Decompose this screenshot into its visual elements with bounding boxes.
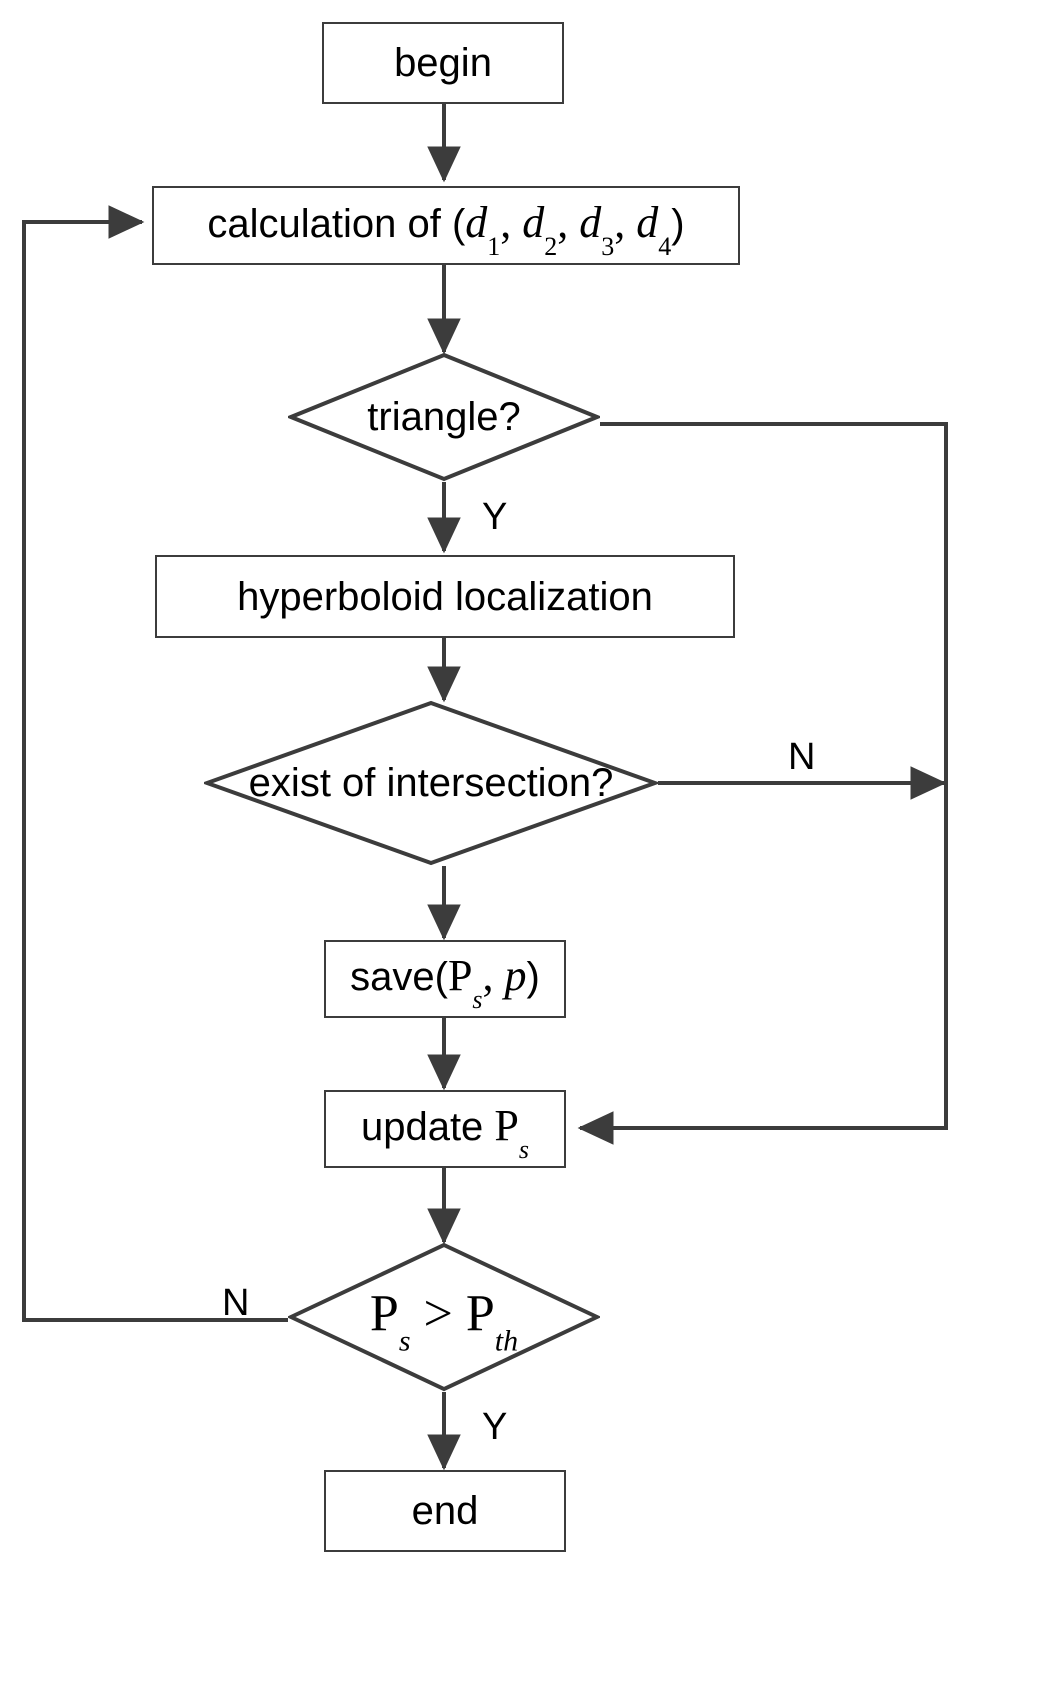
node-update[interactable]: update Ps: [324, 1090, 566, 1168]
node-calculation[interactable]: calculation of (d1, d2, d3, d4): [152, 186, 740, 265]
edge-label-threshold-yes: Y: [482, 1406, 508, 1448]
node-update-label: update Ps: [360, 1101, 529, 1163]
threshold-P-right-sub: th: [494, 1324, 519, 1358]
calculation-d4-sub: 4: [658, 231, 672, 261]
node-intersection-label: exist of intersection?: [248, 761, 614, 805]
calculation-d3: d: [579, 197, 602, 247]
calculation-suffix: ): [671, 201, 685, 246]
node-hyperboloid-label: hyperboloid localization: [237, 574, 653, 619]
node-begin-label: begin: [394, 41, 492, 85]
node-threshold-label: Ps > Pth: [369, 1285, 518, 1356]
node-hyperboloid[interactable]: hyperboloid localization: [155, 555, 735, 638]
save-suffix: ): [526, 955, 540, 999]
node-threshold[interactable]: Ps > Pth: [288, 1242, 600, 1392]
node-end-label: end: [411, 1489, 479, 1533]
node-triangle[interactable]: triangle?: [288, 352, 600, 482]
calculation-d1: d: [465, 197, 488, 247]
threshold-P-left-sub: s: [398, 1324, 411, 1358]
node-save[interactable]: save(Ps, p): [324, 940, 566, 1018]
calculation-sep-2: ,: [557, 197, 580, 247]
node-triangle-label: triangle?: [367, 395, 521, 439]
intersection-diamond-shape: [204, 700, 658, 866]
threshold-diamond-shape: [288, 1242, 600, 1392]
threshold-P-right: P: [465, 1285, 495, 1343]
node-end[interactable]: end: [324, 1470, 566, 1552]
edge-label-triangle-yes: Y: [482, 496, 508, 538]
calculation-d3-sub: 3: [601, 231, 615, 261]
edge-label-intersection-no: N: [788, 736, 816, 778]
update-P: P: [494, 1101, 519, 1150]
triangle-diamond-shape: [288, 352, 600, 482]
node-save-label: save(Ps, p): [350, 951, 540, 1013]
edge-threshold-no-to-calculation: [22, 205, 288, 1322]
calculation-d4: d: [636, 197, 659, 247]
edge-label-threshold-no: N: [222, 1282, 250, 1324]
save-sep: ,: [482, 951, 505, 1000]
update-P-sub: s: [518, 1135, 530, 1164]
save-p: p: [504, 951, 527, 1000]
calculation-sep-1: ,: [500, 197, 523, 247]
node-calculation-label: calculation of (d1, d2, d3, d4): [207, 197, 685, 259]
update-prefix: update: [360, 1105, 495, 1149]
save-P: P: [447, 951, 473, 1000]
save-prefix: save(: [350, 955, 448, 999]
node-intersection[interactable]: exist of intersection?: [204, 700, 658, 866]
threshold-P-left: P: [369, 1285, 399, 1343]
calculation-sep-3: ,: [614, 197, 637, 247]
node-begin[interactable]: begin: [322, 22, 564, 104]
threshold-operator: >: [410, 1285, 466, 1343]
save-P-sub: s: [472, 985, 483, 1014]
calculation-d2: d: [522, 197, 545, 247]
calculation-prefix: calculation of (: [207, 201, 466, 246]
calculation-d1-sub: 1: [487, 231, 501, 261]
calculation-d2-sub: 2: [544, 231, 558, 261]
